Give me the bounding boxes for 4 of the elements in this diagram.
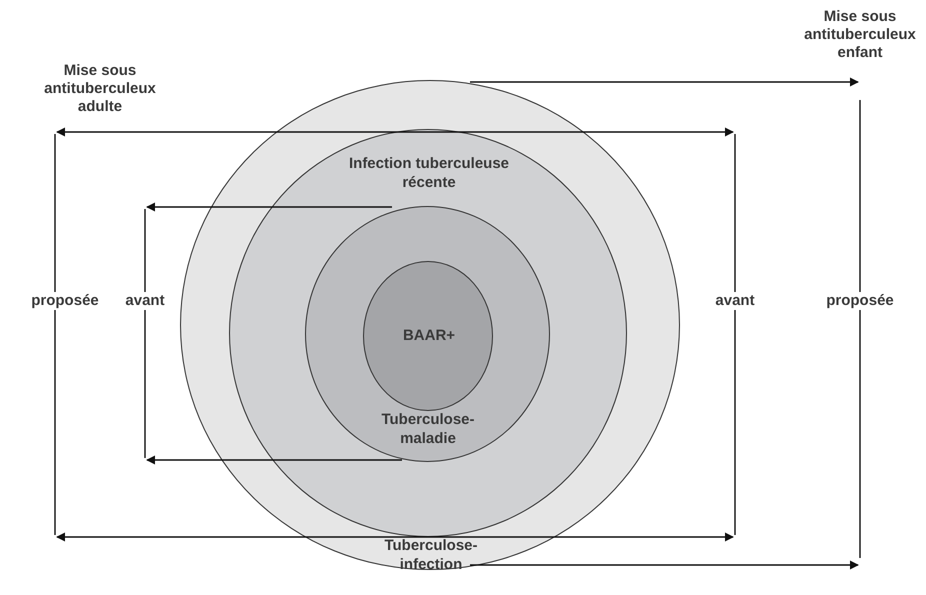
zone-label: BAAR+	[402, 326, 456, 345]
zone-label: Infection tuberculeuse récente	[348, 154, 510, 192]
zone-label: Tuberculose-infection	[383, 536, 479, 574]
zone-label: Tuberculose-maladie	[380, 410, 476, 448]
